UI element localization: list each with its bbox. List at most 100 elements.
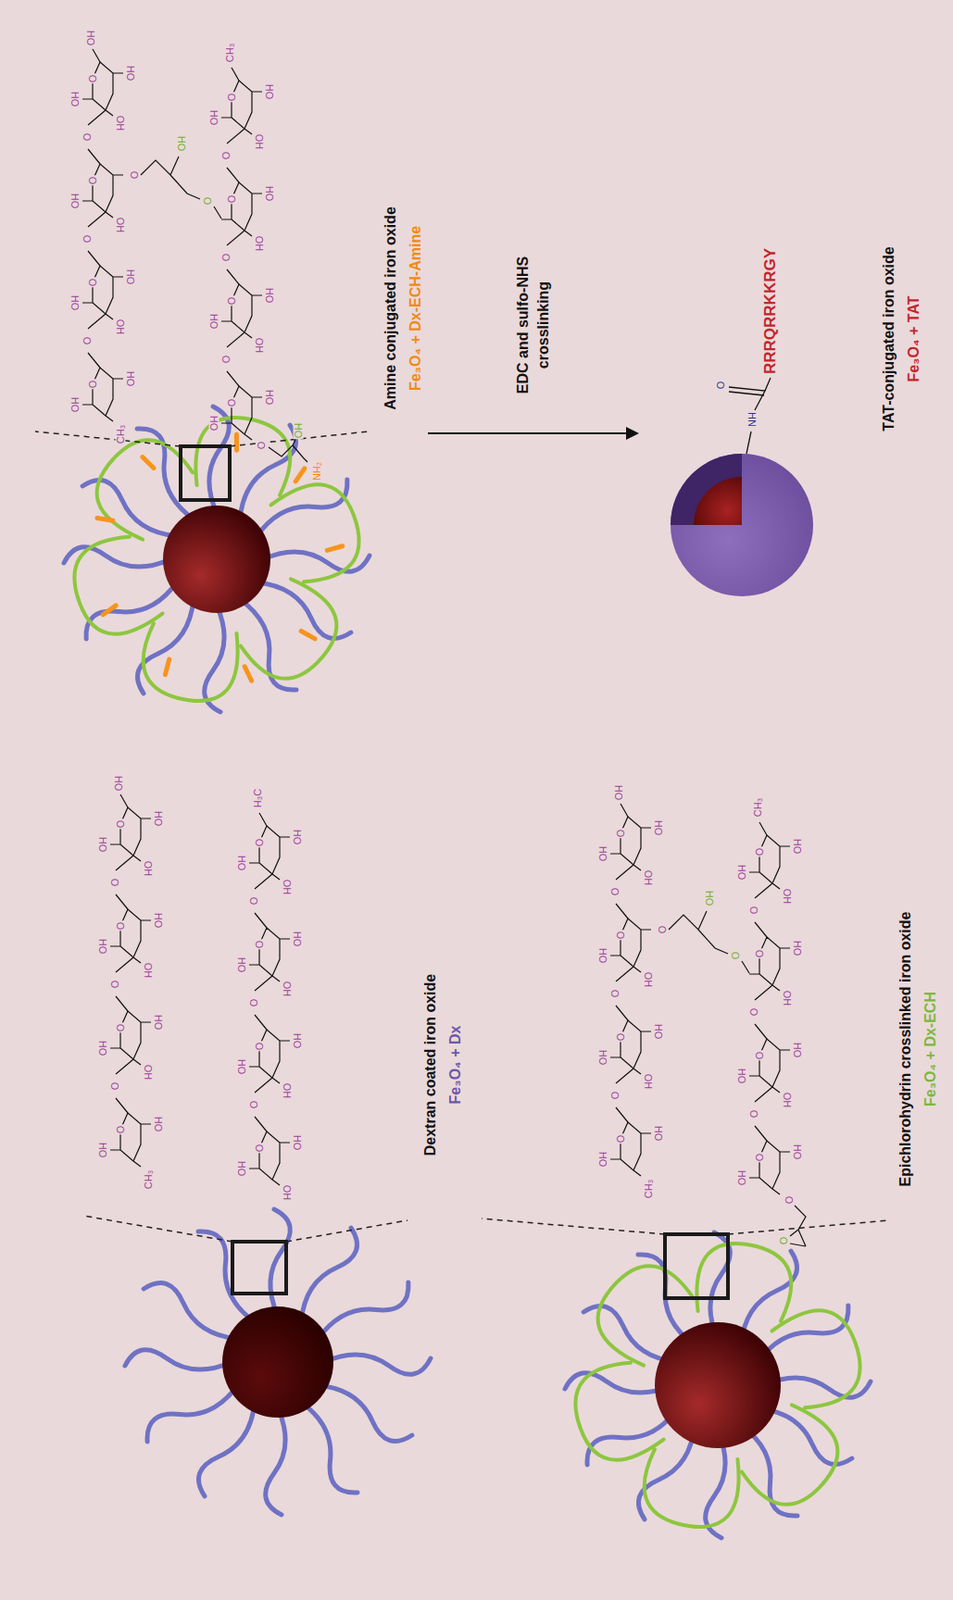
particle-node: TAT-conjugated iron oxideFe₃O₄ + TAT xyxy=(639,153,927,525)
chem-label: OH xyxy=(292,1134,303,1153)
chem-label: OH xyxy=(98,836,109,854)
drawing-use xyxy=(82,163,124,218)
drawing-use xyxy=(759,822,767,836)
chem-label: O xyxy=(115,1023,126,1034)
drawing-use xyxy=(610,1122,652,1177)
chem-label: OH xyxy=(153,1014,164,1032)
drawing-use xyxy=(610,918,652,973)
chem-label: OH xyxy=(237,1058,248,1077)
chem-label: O xyxy=(249,1100,260,1111)
chem-label: HO xyxy=(115,216,126,235)
chem-label: HO xyxy=(282,980,293,999)
drawing-path xyxy=(670,453,742,526)
chem-label: OH xyxy=(237,1160,248,1179)
drawing-use xyxy=(110,909,151,964)
drawing-use xyxy=(610,816,652,871)
caption-title: TAT-conjugated iron oxide xyxy=(876,246,902,431)
chem-label: OH xyxy=(614,784,625,803)
chem-label: O xyxy=(202,196,214,207)
chem-label: O xyxy=(87,379,99,390)
drawing-use xyxy=(265,1408,286,1516)
chem-label: O xyxy=(254,838,265,849)
chem-label: HO xyxy=(254,133,265,151)
chem-label: OH xyxy=(598,1049,609,1067)
drawing-use xyxy=(259,813,267,827)
drawing-use xyxy=(326,544,342,552)
drawing-use xyxy=(313,1279,416,1350)
chem-label: CH₃ xyxy=(752,797,764,818)
zoom-box xyxy=(180,446,230,501)
chem-label: O xyxy=(784,1195,795,1206)
chem-label: OH xyxy=(264,388,276,407)
caption-title: Amine conjugated iron oxide xyxy=(377,206,403,411)
drawing-path xyxy=(693,476,742,526)
drawing-use xyxy=(92,49,101,63)
chem-label: HO xyxy=(143,1064,154,1082)
zoom-leader xyxy=(83,1216,408,1242)
drawing-use xyxy=(268,474,371,589)
chem-label: H₃C xyxy=(252,788,264,809)
chem-label: OH xyxy=(113,775,125,793)
drawing-use xyxy=(769,1300,872,1415)
chem-label: OH xyxy=(98,1141,109,1160)
caption-group: Amine conjugated iron oxideFe₃O₄ + Dx-EC… xyxy=(377,21,428,596)
drawing-use xyxy=(249,927,290,982)
chem-label: OH xyxy=(153,810,164,828)
chem-label: HO xyxy=(282,878,293,897)
chem-label: O xyxy=(82,336,93,347)
drawing-path xyxy=(268,439,308,463)
chem-label: O xyxy=(249,998,260,1009)
chem-label: OH xyxy=(792,1143,803,1162)
formula-label: Fe₃O₄ + Dx xyxy=(442,1026,468,1105)
chem-label: OH xyxy=(293,422,304,440)
drawing-use xyxy=(110,1011,151,1066)
formula-label: Fe₃O₄ + Dx-ECH-Amine xyxy=(402,225,428,391)
chem-label: O xyxy=(254,1041,265,1053)
chem-label: OH xyxy=(653,819,665,838)
chem-label: HO xyxy=(643,869,654,888)
drawing-use xyxy=(231,67,239,81)
drawing-use xyxy=(610,1020,652,1075)
drawing-use xyxy=(231,434,242,451)
chem-label: HO xyxy=(782,888,793,906)
chem-label: O xyxy=(110,877,121,889)
drawing-use xyxy=(101,605,118,615)
chem-label: OH xyxy=(737,864,748,882)
chem-label: CH₃ xyxy=(225,42,236,63)
chem-label: HO xyxy=(115,114,126,133)
chem-label: OH xyxy=(653,1023,665,1041)
chem-label: O xyxy=(129,170,140,181)
drawing-use xyxy=(110,807,151,862)
drawing-use xyxy=(620,803,628,817)
chem-label: OH xyxy=(70,396,81,414)
chem-label: O xyxy=(254,1143,265,1154)
chem-label: O xyxy=(610,989,621,1000)
chem-label: O xyxy=(249,896,260,907)
chem-label: OH xyxy=(792,1041,803,1060)
drawing-use xyxy=(194,1223,265,1326)
chem-label: O xyxy=(115,1125,126,1136)
caption-group: TAT-conjugated iron oxideFe₃O₄ + TAT xyxy=(876,153,927,525)
chem-label: OH xyxy=(70,90,81,109)
drawing-use xyxy=(691,1237,798,1328)
chem-label: OH xyxy=(292,1032,303,1051)
formula-label: Fe₃O₄ + Dx-ECH xyxy=(917,991,943,1107)
chem-label: O xyxy=(82,234,93,245)
chem-label: O xyxy=(226,296,238,307)
chem-label: O xyxy=(749,1007,760,1018)
chem-label: O xyxy=(715,380,727,391)
drawing-use xyxy=(249,1131,290,1186)
chem-label: HO xyxy=(782,1091,793,1110)
chem-label: NH₂ xyxy=(312,461,323,482)
chem-label: OH xyxy=(264,83,276,101)
amine-particle xyxy=(62,406,372,713)
drawing-circle xyxy=(654,1322,781,1449)
drawing-use xyxy=(249,826,290,880)
drawing-use xyxy=(137,617,243,708)
zoom-box xyxy=(232,1241,287,1294)
drawing-use xyxy=(142,454,154,471)
chem-label: O xyxy=(254,940,265,951)
chem-label: O xyxy=(221,150,232,162)
chem-label: HO xyxy=(254,235,265,253)
